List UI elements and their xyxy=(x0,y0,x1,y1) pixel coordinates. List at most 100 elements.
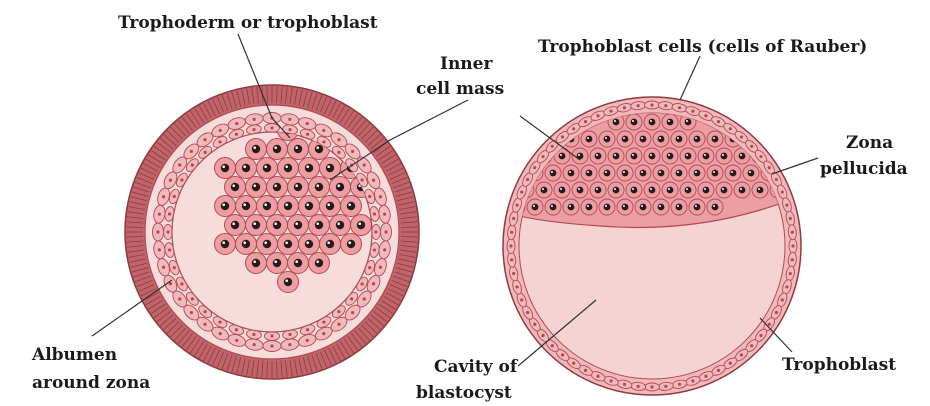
icm-nucleolus xyxy=(337,222,340,225)
trophoblast-nucleus xyxy=(596,375,599,378)
icm-nucleus xyxy=(294,145,302,153)
icm-nucleolus xyxy=(713,171,715,173)
icm-nucleolus xyxy=(578,188,580,190)
trophoblast-nucleus xyxy=(584,120,587,123)
trophoblast-nucleus xyxy=(510,231,513,234)
icm-nucleus xyxy=(532,204,539,211)
icm-nucleus xyxy=(263,202,271,210)
icm-nucleolus xyxy=(614,120,616,122)
icm-nucleolus xyxy=(285,279,288,282)
icm-nucleus xyxy=(631,119,638,126)
icm-nucleolus xyxy=(659,205,661,207)
icm-nucleolus xyxy=(650,120,652,122)
icm-nucleus xyxy=(221,202,229,210)
trophoblast-nucleus xyxy=(379,195,382,198)
icm-nucleolus xyxy=(327,203,330,206)
trophoblast-nucleus xyxy=(704,375,707,378)
icm-nucleus xyxy=(252,145,260,153)
trophoblast-nucleus xyxy=(360,178,363,181)
icm-nucleolus xyxy=(274,184,277,187)
icm-nucleus xyxy=(676,204,683,211)
trophoblast-nucleus xyxy=(306,122,309,125)
trophoblast-nucleus xyxy=(664,104,667,107)
icm-nucleolus xyxy=(285,165,288,168)
icm-nucleolus xyxy=(551,171,553,173)
icm-nucleolus xyxy=(506,188,508,190)
label-inner-cell-mass-line2: cell mass xyxy=(416,79,504,99)
trophoblast-nucleus xyxy=(158,213,161,216)
icm-nucleolus xyxy=(659,171,661,173)
trophoblast-nucleus xyxy=(322,140,325,143)
trophoblast-nucleus xyxy=(372,282,375,285)
trophoblast-nucleus xyxy=(678,383,681,386)
icm-nucleus xyxy=(712,136,719,143)
trophoblast-nucleus xyxy=(368,266,371,269)
icm-nucleus xyxy=(685,187,692,194)
trophoblast-nucleus xyxy=(691,109,694,112)
label-albumen-line2: around zona xyxy=(32,373,150,393)
trophoblast-nucleus xyxy=(791,231,794,234)
trophoblast-nucleus xyxy=(204,310,207,313)
icm-nucleolus xyxy=(677,205,679,207)
icm-nucleolus xyxy=(668,188,670,190)
trophoblast-nucleus xyxy=(637,385,640,388)
trophoblast-nucleus xyxy=(650,385,653,388)
trophoblast-nucleus xyxy=(750,344,753,347)
trophoblast-nucleus xyxy=(337,138,340,141)
icm-nucleolus xyxy=(794,188,796,190)
icm-nucleus xyxy=(336,221,344,229)
icm-nucleus xyxy=(305,240,313,248)
trophoblast-nucleus xyxy=(322,320,325,323)
icm-nucleus xyxy=(242,164,250,172)
icm-nucleolus xyxy=(327,165,330,168)
icm-nucleus xyxy=(649,187,656,194)
icm-nucleus xyxy=(676,136,683,143)
icm-nucleolus xyxy=(243,241,246,244)
trophoblast-nucleus xyxy=(190,311,193,314)
icm-nucleolus xyxy=(264,165,267,168)
icm-nucleolus xyxy=(327,241,330,244)
icm-nucleolus xyxy=(306,241,309,244)
icm-nucleolus xyxy=(295,146,298,149)
icm-nucleus xyxy=(273,221,281,229)
icm-nucleus xyxy=(640,136,647,143)
icm-nucleolus xyxy=(274,222,277,225)
icm-nucleolus xyxy=(274,146,277,149)
trophoblast-nucleus xyxy=(791,244,794,247)
trophoblast-nucleus xyxy=(515,285,518,288)
trophoblast-nucleus xyxy=(218,320,221,323)
label-trophoderm: Trophoderm or trophoblast xyxy=(118,13,378,33)
icm-nucleolus xyxy=(758,188,760,190)
trophoblast-nucleus xyxy=(178,297,181,300)
trophoblast-nucleus xyxy=(650,103,653,106)
label-zona-line2: pellucida xyxy=(820,159,908,179)
icm-nucleus xyxy=(757,187,764,194)
icm-nucleolus xyxy=(695,205,697,207)
icm-nucleolus xyxy=(232,184,235,187)
icm-nucleus xyxy=(263,164,271,172)
icm-nucleus xyxy=(712,204,719,211)
icm-nucleolus xyxy=(614,154,616,156)
icm-nucleolus xyxy=(587,205,589,207)
icm-nucleus xyxy=(315,259,323,267)
trophoblast-nucleus xyxy=(729,362,732,365)
icm-nucleus xyxy=(613,119,620,126)
icm-nucleus xyxy=(568,170,575,177)
icm-nucleolus xyxy=(253,260,256,263)
trophoblast-nucleus xyxy=(510,258,513,261)
icm-nucleus xyxy=(685,119,692,126)
icm-nucleus xyxy=(739,187,746,194)
icm-nucleolus xyxy=(641,171,643,173)
icm-nucleolus xyxy=(243,203,246,206)
trophoblast-nucleus xyxy=(379,266,382,269)
icm-nucleus xyxy=(586,204,593,211)
trophoblast-nucleus xyxy=(750,145,753,148)
icm-nucleolus xyxy=(569,171,571,173)
left-embryo xyxy=(125,85,419,379)
icm-nucleolus xyxy=(632,188,634,190)
icm-nucleolus xyxy=(560,188,562,190)
icm-nucleolus xyxy=(668,120,670,122)
trophoblast-nucleus xyxy=(337,310,340,313)
trophoblast-nucleus xyxy=(178,163,181,166)
